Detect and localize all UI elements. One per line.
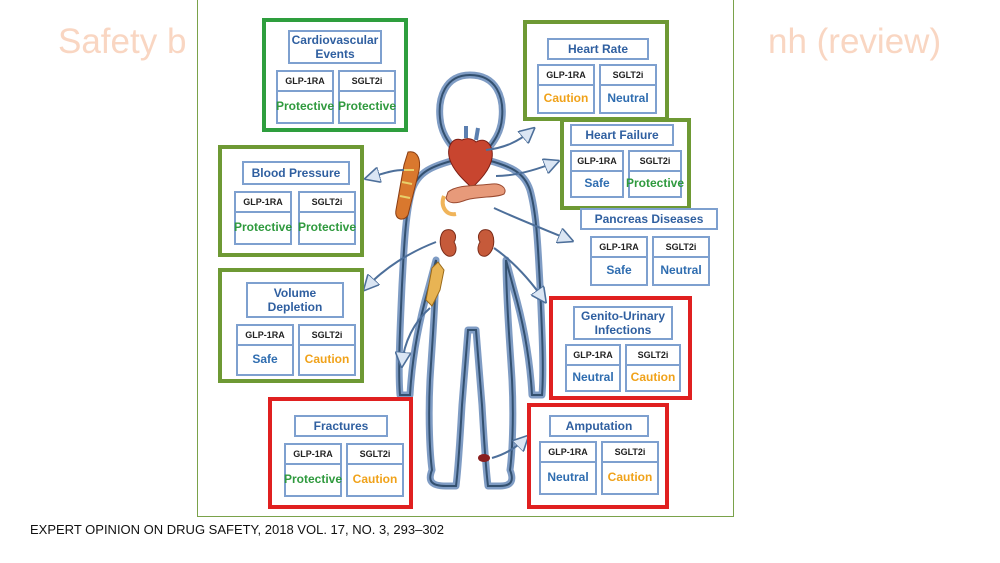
sglt2-cell: SGLT2i Neutral [652,236,710,286]
sglt2-value: Neutral [660,263,702,277]
sglt2-label: SGLT2i [603,443,657,463]
sglt2-value: Caution [304,352,350,366]
glp1-label: GLP-1RA [539,66,593,86]
arrow-to-volume-depletion [366,241,437,288]
sglt2-cell: SGLT2i Caution [298,324,356,376]
card-genito-urinary-infections: Genito-Urinary Infections GLP-1RA Neutra… [549,296,692,400]
card-cardiovascular-events: Cardiovascular Events GLP-1RA Protective… [262,18,408,132]
glp1-value: Protective [233,220,293,234]
sglt2-label: SGLT2i [300,326,354,346]
sglt2-value: Protective [297,220,357,234]
heart-organ [448,126,493,189]
blood-vessel-organ [395,151,421,220]
glp1-value: Caution [543,91,589,105]
glp1-label: GLP-1RA [236,193,290,213]
card-title: Blood Pressure [242,161,350,185]
card-title: Heart Rate [547,38,649,60]
background-title-left: Safety b [58,22,187,61]
human-silhouette [395,71,547,490]
sglt2-cell: SGLT2i Caution [346,443,404,497]
card-title: Amputation [549,415,649,437]
glp1-value: Safe [252,352,278,366]
sglt2-value: Protective [625,176,685,190]
glp1-cell: GLP-1RA Neutral [539,441,597,495]
glp1-label: GLP-1RA [286,445,340,465]
glp1-label: GLP-1RA [567,346,619,366]
pancreas-organ [440,183,506,217]
card-title: Pancreas Diseases [580,208,718,230]
sglt2-value: Caution [630,370,676,384]
arrow-to-blood-pressure [368,170,405,178]
arrow-to-heart-failure [495,162,556,177]
bone-organ [425,261,445,307]
arrow-to-genito-urinary [493,247,544,300]
sglt2-cell: SGLT2i Protective [298,191,356,245]
card-amputation: Amputation GLP-1RA Neutral SGLT2i Cautio… [527,403,669,509]
sglt2-cell: SGLT2i Protective [625,150,685,198]
sglt2-value: Caution [607,470,653,484]
sglt2-label: SGLT2i [340,72,394,92]
sglt2-cell: SGLT2i Caution [601,441,659,495]
card-title: Fractures [294,415,388,437]
sglt2-label: SGLT2i [627,346,679,366]
kidney-organs [439,229,495,257]
arrow-to-heart-rate [485,130,532,151]
sglt2-cell: SGLT2i Caution [625,344,681,392]
glp1-cell: GLP-1RA Safe [570,150,624,198]
arrow-to-fractures [402,307,431,364]
sglt2-label: SGLT2i [348,445,402,465]
glp1-cell: GLP-1RA Protective [234,191,292,245]
card-pancreas-diseases: Pancreas Diseases GLP-1RA Safe SGLT2i Ne… [580,208,720,290]
glp1-value: Protective [275,99,335,113]
card-fractures: Fractures GLP-1RA Protective SGLT2i Caut… [268,397,413,509]
sglt2-value: Protective [337,99,397,113]
card-title: Volume Depletion [246,282,344,318]
card-blood-pressure: Blood Pressure GLP-1RA Protective SGLT2i… [218,145,364,257]
glp1-label: GLP-1RA [592,238,646,258]
glp1-cell: GLP-1RA Safe [590,236,648,286]
glp1-cell: GLP-1RA Safe [236,324,294,376]
card-title: Cardiovascular Events [288,30,382,64]
citation: EXPERT OPINION ON DRUG SAFETY, 2018 VOL.… [30,522,445,537]
glp1-label: GLP-1RA [572,152,622,172]
glp1-label: GLP-1RA [238,326,292,346]
glp1-value: Neutral [572,370,614,384]
glp1-value: Protective [283,472,343,486]
glp1-value: Safe [606,263,632,277]
sglt2-value: Neutral [607,91,649,105]
glp1-cell: GLP-1RA Protective [276,70,334,124]
card-heart-rate: Heart Rate GLP-1RA Caution SGLT2i Neutra… [523,20,669,121]
sglt2-cell: SGLT2i Neutral [599,64,657,114]
sglt2-label: SGLT2i [654,238,708,258]
sglt2-label: SGLT2i [630,152,680,172]
card-title: Genito-Urinary Infections [573,306,673,340]
glp1-cell: GLP-1RA Neutral [565,344,621,392]
sglt2-label: SGLT2i [601,66,655,86]
arrow-to-pancreas [493,207,570,240]
glp1-cell: GLP-1RA Protective [284,443,342,497]
sglt2-cell: SGLT2i Protective [338,70,396,124]
sglt2-label: SGLT2i [300,193,354,213]
card-title: Heart Failure [570,124,674,146]
glp1-label: GLP-1RA [278,72,332,92]
card-volume-depletion: Volume Depletion GLP-1RA Safe SGLT2i Cau… [218,268,364,383]
arrow-to-amputation [491,438,526,459]
glp1-label: GLP-1RA [541,443,595,463]
background-title-right: nh (review) [768,22,942,61]
glp1-value: Safe [584,176,610,190]
card-heart-failure: Heart Failure GLP-1RA Safe SGLT2i Protec… [560,118,691,210]
glp1-value: Neutral [547,470,589,484]
arrows [366,130,570,459]
sglt2-value: Caution [352,472,398,486]
foot-lesion [478,454,490,462]
glp1-cell: GLP-1RA Caution [537,64,595,114]
